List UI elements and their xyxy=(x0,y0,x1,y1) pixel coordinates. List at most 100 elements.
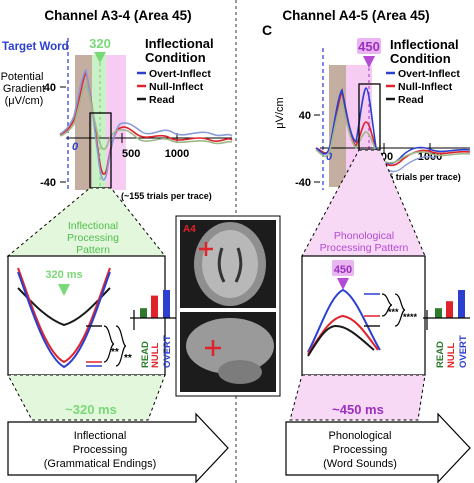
left-ylabel-2: Gradient xyxy=(3,83,45,95)
right-trace-overt xyxy=(315,87,471,165)
brain-cerebellum xyxy=(218,360,262,384)
right-bar-read xyxy=(435,308,442,318)
left-ylabel-3: (μV/cm) xyxy=(5,95,44,107)
right-ytick-40: 40 xyxy=(299,110,311,122)
right-panel: C Channel A4-5 (Area 45) 450 μV/cm 40 -4… xyxy=(262,8,471,483)
right-peak-label: 450 xyxy=(358,39,380,54)
left-latency: ~320 ms xyxy=(65,402,117,417)
left-zoom-trace-overt xyxy=(17,271,111,369)
right-bar-null xyxy=(446,301,453,318)
right-zoom-peak-badge xyxy=(332,260,354,276)
right-bracket-2 xyxy=(394,293,406,327)
left-bar-read xyxy=(140,308,147,318)
left-process-box xyxy=(7,412,229,483)
left-xtick-1000: 1000 xyxy=(165,148,189,160)
brain-sagittal xyxy=(186,318,274,374)
left-box-line-2: Processing xyxy=(73,444,127,456)
left-pattern-label-1: Inflectional xyxy=(68,220,118,232)
left-ytick-40: 40 xyxy=(44,82,56,94)
right-pattern-label-2: Processing Pattern xyxy=(320,242,409,254)
left-ylabel-1: Potential xyxy=(1,71,44,83)
left-bar-group xyxy=(140,290,170,318)
right-bar-overt xyxy=(458,290,465,318)
right-zoom-panel xyxy=(301,255,426,376)
left-bar-label-read: READ xyxy=(140,341,151,368)
brain-ventricles xyxy=(217,247,243,283)
left-zoom-arrow-icon xyxy=(58,284,70,296)
left-pattern-label-3: Pattern xyxy=(76,244,110,256)
left-pattern-label-2: Processing xyxy=(67,232,119,244)
right-peak-badge xyxy=(357,38,381,54)
left-ytick-neg40: -40 xyxy=(40,177,56,189)
right-brown-band xyxy=(329,65,346,187)
right-bar-label-overt: OVERT xyxy=(458,335,469,368)
left-xtick-500: 500 xyxy=(122,148,140,160)
right-box-line-1: Phonological xyxy=(329,430,392,442)
right-peak-arrow-icon xyxy=(363,56,375,68)
left-legend-overt: Overt-Inflect xyxy=(149,68,211,80)
left-bracket-1 xyxy=(103,325,115,363)
left-legend-read: Read xyxy=(149,94,175,106)
right-process-box xyxy=(285,412,471,483)
left-bar-null xyxy=(151,295,158,318)
brain-images: A4 xyxy=(175,215,281,397)
right-bar-label-read: READ xyxy=(435,341,446,368)
left-bar-overt xyxy=(163,290,170,318)
right-xtick-0: 0 xyxy=(326,151,333,163)
brain-sagittal-marker-icon xyxy=(205,340,221,356)
right-sig-2: **** xyxy=(403,312,418,322)
brain-axial-inner xyxy=(202,230,258,298)
right-legend-null: Null-Inflect xyxy=(398,81,453,93)
left-green-band xyxy=(92,55,106,190)
left-panel: Channel A3-4 (Area 45) Target Word 320 P… xyxy=(1,8,233,483)
right-zoom-peak-label: 450 xyxy=(334,264,352,276)
left-title: Channel A3-4 (Area 45) xyxy=(44,8,191,23)
right-ytick-neg40: -40 xyxy=(295,177,311,189)
brain-label: A4 xyxy=(183,224,196,235)
left-zoom-peak-label: 320 ms xyxy=(45,269,82,281)
brain-axial-marker-icon xyxy=(199,242,213,256)
right-trials-note: (~155 trials per trace) xyxy=(370,172,461,182)
left-bracket-2 xyxy=(115,325,127,367)
left-xtick-0: 0 xyxy=(72,141,79,153)
left-legend-null: Null-Inflect xyxy=(149,81,204,93)
right-legend-overt: Overt-Inflect xyxy=(398,68,460,80)
right-sig-1: *** xyxy=(388,307,399,317)
right-latency: ~450 ms xyxy=(332,402,384,417)
right-ylabel: μV/cm xyxy=(274,97,286,128)
right-zoom-arrow-icon xyxy=(337,278,349,290)
right-zoom-projection xyxy=(301,149,426,257)
right-bracket-1 xyxy=(381,293,393,317)
left-box-line-1: Inflectional xyxy=(74,430,127,442)
right-lower-projection xyxy=(289,374,426,421)
right-title: Channel A4-5 (Area 45) xyxy=(282,8,429,23)
left-sig-1: ** xyxy=(111,347,119,358)
left-sig-2: ** xyxy=(124,353,132,364)
left-target-word: Target Word xyxy=(2,41,69,53)
left-trace-read xyxy=(59,82,233,150)
left-legend-title-2: Condition xyxy=(145,50,206,65)
right-legend-title-2: Condition xyxy=(390,51,451,66)
right-box-line-2: Processing xyxy=(333,444,387,456)
right-pattern-label-1: Phonological xyxy=(334,230,394,242)
left-bar-label-overt: OVERT xyxy=(162,335,173,368)
right-panel-letter: C xyxy=(262,22,272,38)
left-trials-note: (~155 trials per trace) xyxy=(121,191,212,201)
left-peak-label: 320 xyxy=(89,36,111,51)
right-zoom-trace-overt xyxy=(307,288,381,353)
left-zoom-projection xyxy=(6,187,167,257)
left-legend-title-1: Inflectional xyxy=(145,36,214,51)
right-legend-title-1: Inflectional xyxy=(390,37,459,52)
right-legend-read: Read xyxy=(398,94,424,106)
left-bar-label-null: NULL xyxy=(150,342,161,368)
left-lower-projection xyxy=(7,374,166,421)
right-box-line-3: (Word Sounds) xyxy=(323,458,397,470)
right-bar-label-null: NULL xyxy=(446,342,457,368)
right-trace-read xyxy=(315,100,471,164)
left-peak-arrow-icon xyxy=(94,52,106,63)
right-zoom-trace-read xyxy=(307,324,375,357)
left-zoom-trace-null xyxy=(17,267,111,364)
right-bar-group xyxy=(435,290,465,318)
left-box-line-3: (Grammatical Endings) xyxy=(44,458,156,470)
